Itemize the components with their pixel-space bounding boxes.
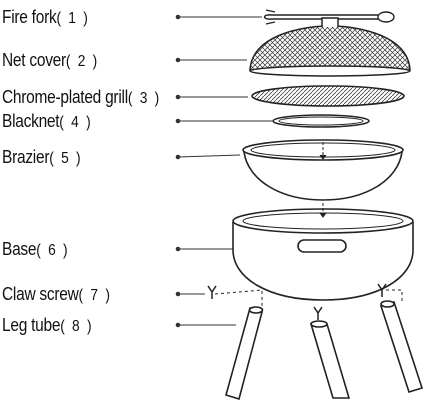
part-label-chrome-plated-grill: Chrome-plated grill( 3 ) bbox=[2, 86, 161, 108]
part-label-claw-screw: Claw screw( 7 ) bbox=[2, 283, 112, 305]
assembly-guides bbox=[214, 289, 403, 318]
part-name: Base bbox=[2, 239, 37, 259]
part-label-leg-tube: Leg tube( 8 ) bbox=[2, 314, 93, 336]
leader-line-5 bbox=[177, 154, 241, 158]
part-label-blacknet: Blacknet( 4 ) bbox=[2, 110, 92, 132]
part-number: ( 6 ) bbox=[36, 242, 70, 259]
leader-lines bbox=[175, 14, 272, 328]
base-drawing bbox=[232, 203, 414, 301]
part-number: ( 4 ) bbox=[59, 114, 93, 131]
part-name: Chrome-plated grill bbox=[2, 87, 128, 107]
part-name: Fire fork bbox=[2, 7, 57, 27]
leader-dot-7 bbox=[175, 291, 181, 297]
part-label-net-cover: Net cover( 2 ) bbox=[2, 49, 99, 71]
part-label-fire-fork: Fire fork( 1 ) bbox=[2, 6, 90, 28]
leader-dot-3 bbox=[175, 94, 181, 100]
leader-dot-6 bbox=[175, 246, 181, 252]
leader-dot-2 bbox=[175, 57, 181, 63]
leader-dot-8 bbox=[175, 322, 181, 328]
part-number: ( 5 ) bbox=[49, 150, 83, 167]
part-name: Claw screw bbox=[2, 284, 79, 304]
part-label-base: Base( 6 ) bbox=[2, 238, 69, 260]
net-cover-drawing bbox=[249, 17, 411, 77]
leader-dot-5 bbox=[175, 154, 181, 160]
part-label-brazier: Brazier( 5 ) bbox=[2, 146, 82, 168]
part-number: ( 3 ) bbox=[127, 90, 161, 107]
part-number: ( 2 ) bbox=[65, 53, 99, 70]
part-number: ( 1 ) bbox=[56, 10, 90, 27]
part-number: ( 7 ) bbox=[78, 287, 112, 304]
chrome-grill-drawing bbox=[251, 85, 405, 107]
part-name: Net cover bbox=[2, 50, 66, 70]
blacknet-drawing bbox=[272, 114, 370, 128]
part-name: Blacknet bbox=[2, 111, 60, 131]
part-name: Leg tube bbox=[2, 315, 61, 335]
part-number: ( 8 ) bbox=[60, 318, 94, 335]
leader-dot-1 bbox=[175, 14, 181, 20]
brazier-drawing bbox=[242, 139, 404, 201]
part-name: Brazier bbox=[2, 147, 50, 167]
leg-tubes-drawing bbox=[225, 300, 424, 401]
leader-dot-4 bbox=[175, 118, 181, 124]
